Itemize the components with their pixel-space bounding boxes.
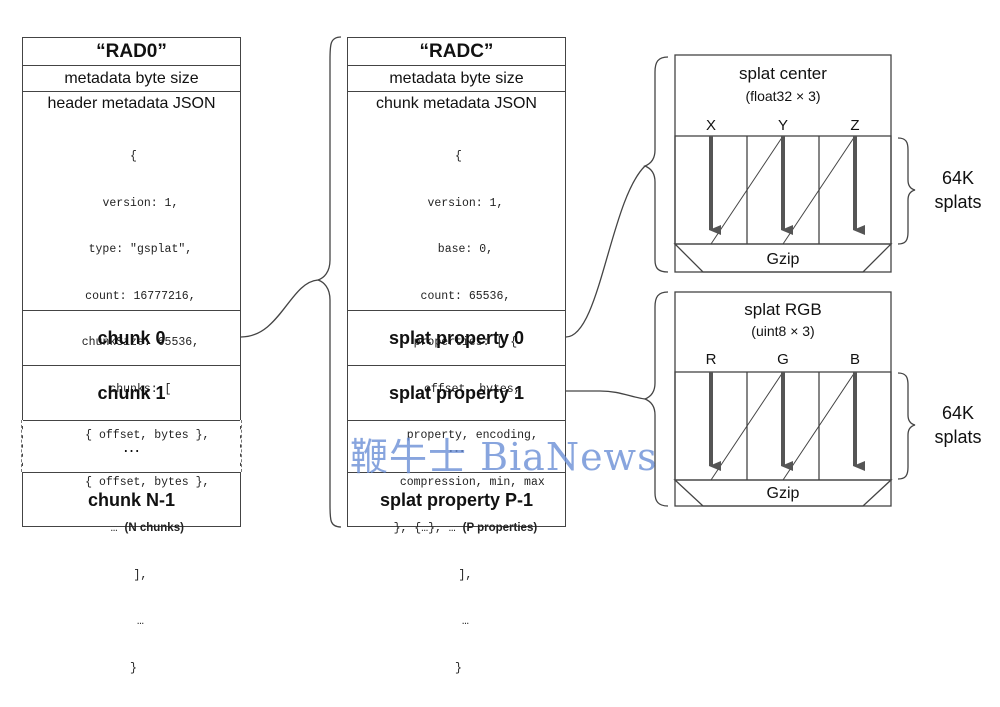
- rgb-panel: splat RGB (uint8 × 3) R G B Gzip: [675, 292, 891, 506]
- json-line: {: [130, 150, 137, 163]
- splat-count-value: 64K: [941, 168, 975, 188]
- json-line: …: [123, 615, 144, 628]
- rgb-panel-title: splat RGB: [744, 300, 822, 319]
- rgb-panel-subtitle: (uint8 × 3): [751, 323, 815, 339]
- json-line: count: 65536,: [406, 289, 511, 303]
- json-line: { offset, bytes },: [57, 475, 210, 489]
- json-line: … (N chunks): [31, 521, 236, 537]
- json-line: property, encoding,: [379, 429, 538, 442]
- property0-connector: [565, 165, 646, 338]
- json-line: }: [130, 661, 137, 675]
- json-line: { offset, bytes },: [57, 429, 210, 442]
- json-line: }, {…}, … (P properties): [356, 521, 561, 537]
- json-line: …: [448, 615, 469, 628]
- center-gzip-label: Gzip: [766, 251, 800, 268]
- axis-label-z: Z: [850, 117, 860, 134]
- chunk0-connector: [240, 279, 319, 338]
- radc-splat-property-0: splat property 0: [348, 311, 565, 366]
- axis-label-b: B: [849, 351, 860, 368]
- watermark-logo: 鞭牛士 BiaNews: [350, 435, 658, 479]
- json-line: version: 1,: [413, 196, 504, 210]
- json-line: count: 16777216,: [71, 289, 196, 303]
- rad0-json-heading: header metadata JSON: [47, 95, 216, 112]
- rad0-ellipsis-dashes-inner: [21, 420, 242, 472]
- splat-count-unit: splats: [934, 427, 982, 447]
- center-panel-subtitle: (float32 × 3): [745, 88, 821, 104]
- property1-connector: [566, 390, 646, 400]
- rgb-splats-brace: [897, 372, 916, 480]
- json-line: offset, bytes,: [396, 382, 521, 396]
- json-line: compression, min, max: [372, 475, 545, 489]
- json-line: ],: [119, 568, 148, 582]
- radc-json-code: { version: 1, base: 0, count: 65536, pro…: [356, 118, 561, 707]
- json-bold-note: (P properties): [462, 522, 538, 534]
- rad0-title: “RAD0”: [23, 38, 240, 66]
- rad0-json-code: { version: 1, type: "gsplat", count: 167…: [31, 118, 236, 707]
- json-line: properties: [ {: [399, 336, 518, 349]
- radc-column: “RADC” metadata byte size chunk metadata…: [347, 37, 566, 675]
- json-line: {: [455, 150, 462, 163]
- axis-label-y: Y: [777, 117, 788, 134]
- json-bold-note: (N chunks): [124, 522, 184, 534]
- json-line: ],: [444, 568, 473, 582]
- radc-json-heading: chunk metadata JSON: [376, 95, 537, 112]
- radc-metadata-byte-size: metadata byte size: [348, 66, 565, 92]
- axis-label-x: X: [705, 117, 716, 134]
- json-line: }: [455, 661, 462, 675]
- center-panel: splat center (float32 × 3) X Y Z Gzip: [675, 55, 891, 272]
- splat-count-value: 64K: [941, 403, 975, 423]
- rgb-splat-count: 64K splats: [922, 401, 994, 449]
- center-splats-brace: [897, 137, 916, 245]
- radc-brace: [315, 36, 342, 528]
- axis-label-g: G: [777, 351, 789, 368]
- rad0-metadata-byte-size: metadata byte size: [23, 66, 240, 92]
- rgb-gzip-label: Gzip: [766, 485, 800, 502]
- json-line-text: …: [83, 522, 125, 535]
- center-panel-brace: [643, 56, 669, 273]
- splat-count-unit: splats: [934, 192, 982, 212]
- radc-title: “RADC”: [348, 38, 565, 66]
- center-splat-count: 64K splats: [922, 166, 994, 214]
- json-line: chunkSize: 65536,: [67, 336, 200, 349]
- json-line: type: "gsplat",: [74, 243, 193, 256]
- radc-splat-property-last: splat property P-1: [379, 489, 534, 510]
- center-panel-title: splat center: [739, 64, 827, 83]
- json-line: chunks: [: [95, 382, 172, 396]
- rad0-chunk-last: chunk N-1: [87, 489, 175, 510]
- rad0-chunk-1: chunk 1: [23, 366, 240, 421]
- rad0-column: “RAD0” metadata byte size header metadat…: [22, 37, 241, 675]
- rad0-chunk-0: chunk 0: [23, 311, 240, 366]
- radc-json-block: chunk metadata JSON { version: 1, base: …: [348, 92, 565, 675]
- json-line-text: }, {…}, …: [379, 522, 463, 535]
- axis-label-r: R: [705, 351, 717, 368]
- json-line: base: 0,: [423, 243, 493, 256]
- radc-ellipsis-row: …: [348, 421, 565, 473]
- radc-splat-property-1: splat property 1: [348, 366, 565, 421]
- rad0-ellipsis-row: …: [23, 421, 240, 473]
- rad0-json-block: header metadata JSON { version: 1, type:…: [23, 92, 240, 675]
- json-line: version: 1,: [88, 196, 179, 210]
